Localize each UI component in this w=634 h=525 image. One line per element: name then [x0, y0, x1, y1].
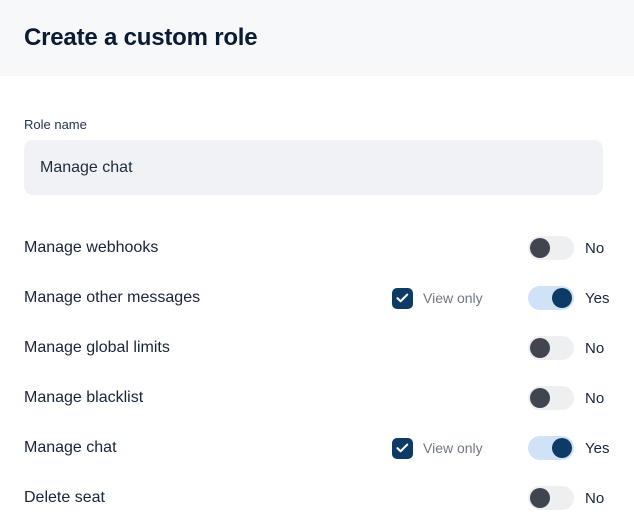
permission-toggle[interactable]: [528, 286, 574, 310]
view-only-checkbox[interactable]: [392, 437, 413, 459]
permission-row: Delete seatView onlyNo: [0, 473, 634, 523]
permission-toggle-group: No: [528, 336, 610, 360]
toggle-state-label: No: [585, 389, 605, 407]
permission-row: Manage blacklistView onlyNo: [0, 373, 634, 423]
view-only-group[interactable]: View only: [392, 287, 528, 309]
permission-label: Manage global limits: [24, 339, 170, 356]
permission-toggle[interactable]: [528, 386, 574, 410]
role-form: Role name: [0, 118, 634, 195]
toggle-knob[interactable]: [552, 438, 572, 458]
toggle-state-label: No: [585, 239, 605, 257]
toggle-state-label: Yes: [585, 439, 610, 457]
permission-row: Manage global limitsView onlyNo: [0, 323, 634, 373]
toggle-knob[interactable]: [530, 338, 550, 358]
view-only-label: View only: [423, 290, 483, 306]
permission-row: Manage other messages View only Yes: [0, 273, 634, 323]
permission-toggle-group: No: [528, 236, 610, 260]
permission-row: Manage chat View only Yes: [0, 423, 634, 473]
permission-label: Delete seat: [24, 489, 105, 506]
permission-toggle-group: No: [528, 486, 610, 510]
toggle-state-label: Yes: [585, 289, 610, 307]
permission-label: Manage blacklist: [24, 389, 144, 406]
toggle-knob[interactable]: [552, 288, 572, 308]
view-only-checkbox[interactable]: [392, 287, 413, 309]
permission-row: Manage webhooksView onlyNo: [0, 223, 634, 273]
permission-label: Manage webhooks: [24, 239, 159, 256]
permission-toggle[interactable]: [528, 336, 574, 360]
toggle-state-label: No: [585, 489, 605, 507]
page-title: Create a custom role: [24, 24, 258, 51]
check-icon: [396, 293, 409, 303]
role-name-label: Role name: [24, 117, 87, 132]
toggle-knob[interactable]: [530, 488, 550, 508]
check-icon: [396, 443, 409, 453]
permission-toggle-group: Yes: [528, 286, 610, 310]
role-name-input[interactable]: [24, 140, 603, 195]
view-only-label: View only: [423, 440, 483, 456]
dialog-header: Create a custom role: [0, 0, 634, 76]
permission-toggle-group: Yes: [528, 436, 610, 460]
permission-toggle[interactable]: [528, 436, 574, 460]
toggle-state-label: No: [585, 339, 605, 357]
view-only-group[interactable]: View only: [392, 437, 528, 459]
permission-label: Manage chat: [24, 439, 117, 456]
permission-toggle-group: No: [528, 386, 610, 410]
permission-toggle[interactable]: [528, 236, 574, 260]
permission-label: Manage other messages: [24, 289, 201, 306]
toggle-knob[interactable]: [530, 238, 550, 258]
permission-toggle[interactable]: [528, 486, 574, 510]
toggle-knob[interactable]: [530, 388, 550, 408]
permissions-list: Manage webhooksView onlyNoManage other m…: [0, 223, 634, 523]
